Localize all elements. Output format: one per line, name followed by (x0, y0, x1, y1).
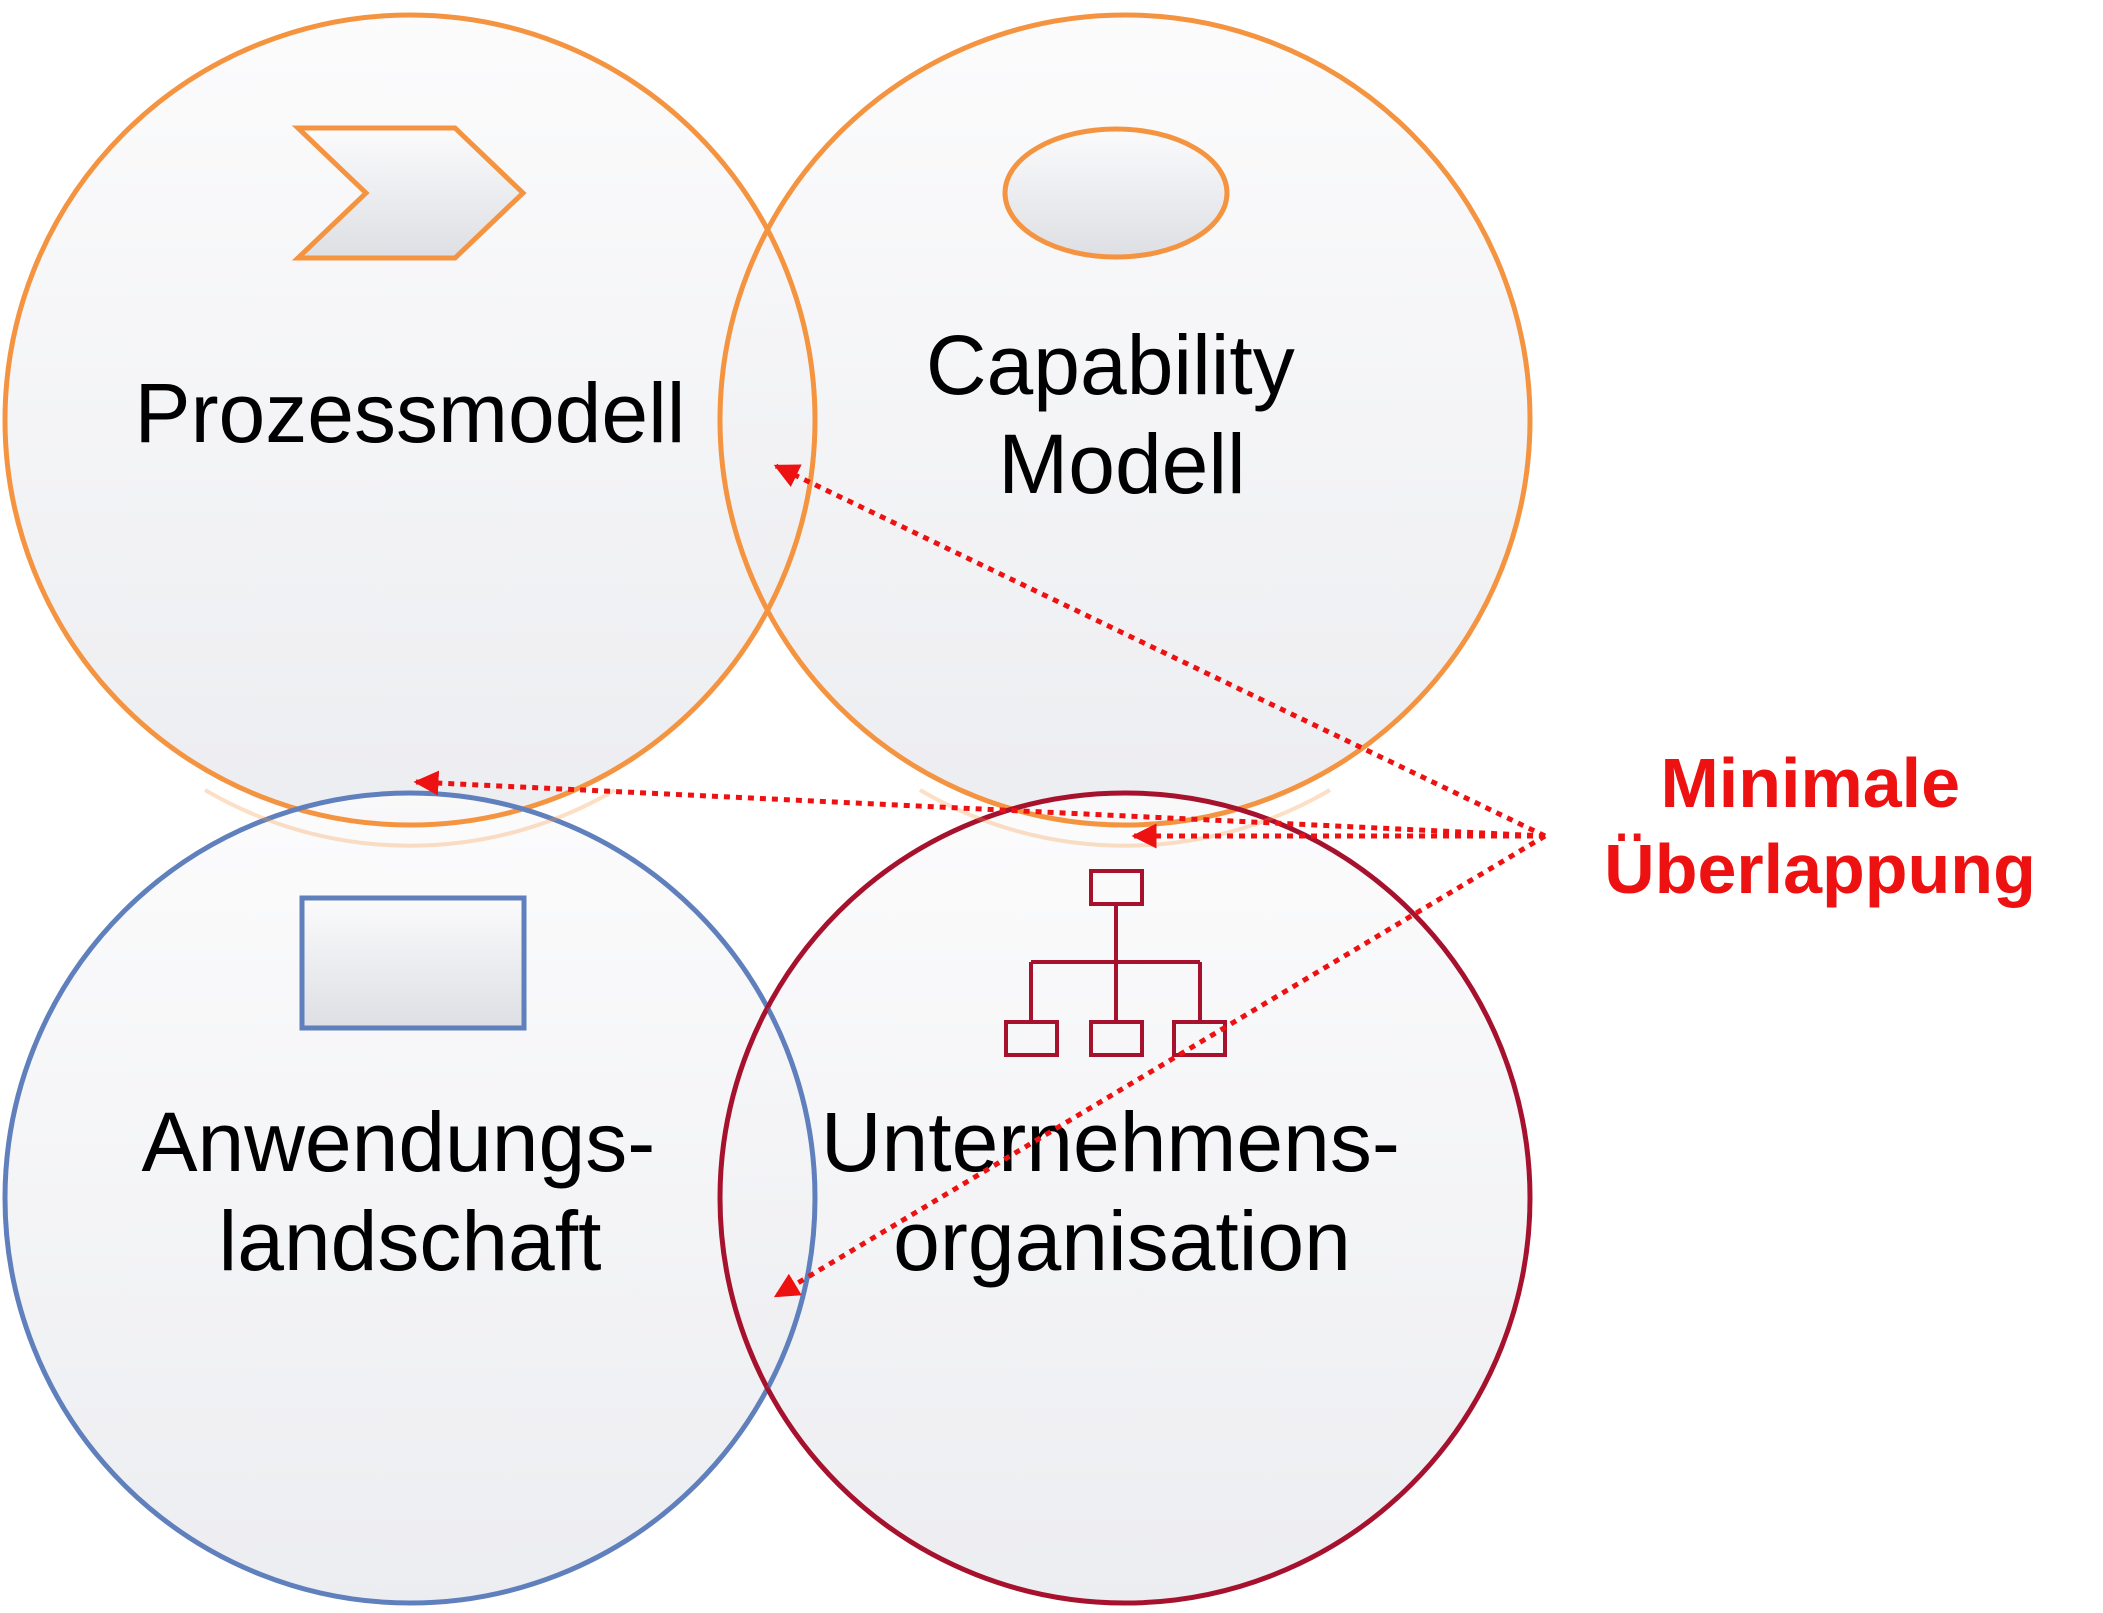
label-unternehmensorganisation-line-2: organisation (893, 1194, 1351, 1288)
circle-prozessmodell-border (2, 12, 818, 828)
label-unternehmensorganisation: Unternehmens- organisation (821, 1095, 1423, 1288)
org-chart-icon (1004, 869, 1227, 1057)
arrow-to-left-overlap (413, 770, 1546, 839)
rectangle-application-icon (299, 895, 527, 1031)
ellipse-capability-icon (1002, 126, 1230, 260)
circle-anwendungslandschaft-border (2, 790, 818, 1606)
lens-edge-bottom (766, 1007, 818, 1389)
label-capability-line-1: Capability (926, 318, 1295, 412)
circle-capability-border (717, 12, 1533, 828)
label-anwendungslandschaft: Anwendungs- landschaft (141, 1095, 678, 1288)
callout-line-1: Minimale (1661, 744, 1961, 822)
circle-prozessmodell (5, 15, 815, 825)
label-prozessmodell: Prozessmodell (135, 366, 686, 460)
overlap-lens-edges (203, 229, 1332, 1389)
callout-line-2: Überlappung (1604, 830, 2036, 908)
lens-edge-right (918, 788, 1332, 848)
chevron-process-icon (291, 125, 527, 261)
arrow-to-top-overlap (773, 463, 1547, 839)
circle-labels: Prozessmodell Capability Modell Anwendun… (135, 318, 1423, 1288)
circle-unternehmensorganisation-border (717, 790, 1533, 1606)
label-unternehmensorganisation-line-1: Unternehmens- (821, 1095, 1400, 1189)
lens-edge-top (766, 229, 818, 611)
label-capability: Capability Modell (926, 318, 1318, 511)
callout-arrows (413, 463, 1547, 1299)
circle-unternehmensorganisation (720, 793, 1530, 1603)
circle-anwendungslandschaft (5, 793, 815, 1603)
circle-capability (720, 15, 1530, 825)
arrow-to-bottom-overlap (773, 833, 1547, 1299)
label-prozessmodell-line-1: Prozessmodell (135, 366, 686, 460)
callout-minimale-ueberlappung: Minimale Überlappung (1604, 744, 2036, 908)
icons (291, 125, 1230, 1057)
label-anwendungslandschaft-line-1: Anwendungs- (141, 1095, 655, 1189)
circle-borders (2, 12, 1533, 1606)
circle-fills (5, 15, 1530, 1603)
label-anwendungslandschaft-line-2: landschaft (219, 1194, 602, 1288)
label-capability-line-2: Modell (998, 417, 1245, 511)
lens-edge-left (203, 788, 617, 848)
